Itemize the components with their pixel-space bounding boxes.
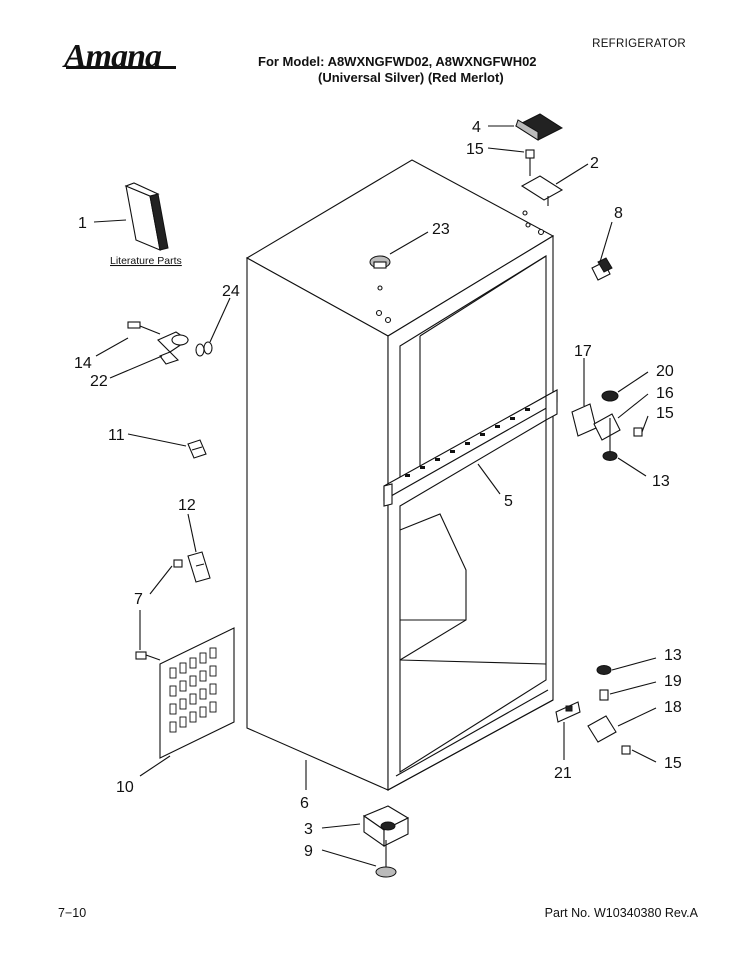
callout-6: 6	[300, 795, 309, 812]
callout-13-upper: 13	[652, 473, 670, 490]
door-closer-assembly	[127, 321, 213, 365]
callout-23: 23	[432, 221, 450, 238]
callout-labels: 1 2 3 4 5 6 7 8 9 10 11 12 13 13 14 15 1…	[74, 119, 682, 860]
literature-parts-label: Literature Parts	[110, 255, 182, 267]
bracket-clip	[173, 551, 211, 583]
callout-1: 1	[78, 215, 87, 232]
callout-7: 7	[134, 591, 143, 608]
callout-8: 8	[614, 205, 623, 222]
leveling-leg-assembly	[362, 805, 410, 878]
callout-10: 10	[116, 779, 134, 796]
callout-13-lower: 13	[664, 647, 682, 664]
leader-lines	[93, 125, 657, 867]
callout-18: 18	[664, 699, 682, 716]
machine-compartment-cover	[135, 627, 235, 759]
cabinet	[245, 159, 555, 791]
model-title: For Model: A8WXNGFWD02, A8WXNGFWH02	[258, 54, 537, 69]
callout-12: 12	[178, 497, 196, 514]
model-color-subtitle: (Universal Silver) (Red Merlot)	[318, 70, 504, 85]
callout-11: 11	[108, 427, 125, 444]
callout-9: 9	[304, 843, 313, 860]
page-number: 7−10	[58, 906, 87, 920]
callout-15-top: 15	[466, 141, 484, 158]
callout-15-middle: 15	[656, 405, 674, 422]
callout-2: 2	[590, 155, 599, 172]
top-hinge-cover	[514, 113, 564, 141]
literature-parts	[124, 182, 169, 251]
callout-24: 24	[222, 283, 240, 300]
callout-20: 20	[656, 363, 674, 380]
bottom-hinge-assembly	[555, 665, 631, 755]
callout-16: 16	[656, 385, 674, 402]
cabinet-top-plug	[369, 255, 391, 269]
callout-3: 3	[304, 821, 313, 838]
cabinet-left-side	[246, 257, 389, 791]
fresh-food-opening	[399, 419, 547, 773]
callout-14: 14	[74, 355, 92, 372]
callout-19: 19	[664, 673, 682, 690]
callout-15-bottom: 15	[664, 755, 682, 772]
top-hinge-screw	[525, 149, 535, 176]
wire-clip	[187, 439, 207, 459]
category-label: REFRIGERATOR	[592, 38, 686, 50]
top-hinge	[520, 175, 564, 206]
center-hinge-assembly	[571, 390, 643, 461]
callout-22: 22	[90, 373, 108, 390]
callout-5: 5	[504, 493, 513, 510]
part-number: Part No. W10340380 Rev.A	[544, 906, 698, 920]
brand-logo-underline	[66, 66, 176, 69]
center-mullion-rail	[383, 389, 558, 507]
callout-21: 21	[554, 765, 572, 782]
callout-4: 4	[472, 119, 481, 136]
callout-17: 17	[574, 343, 592, 360]
door-stop	[591, 257, 613, 281]
